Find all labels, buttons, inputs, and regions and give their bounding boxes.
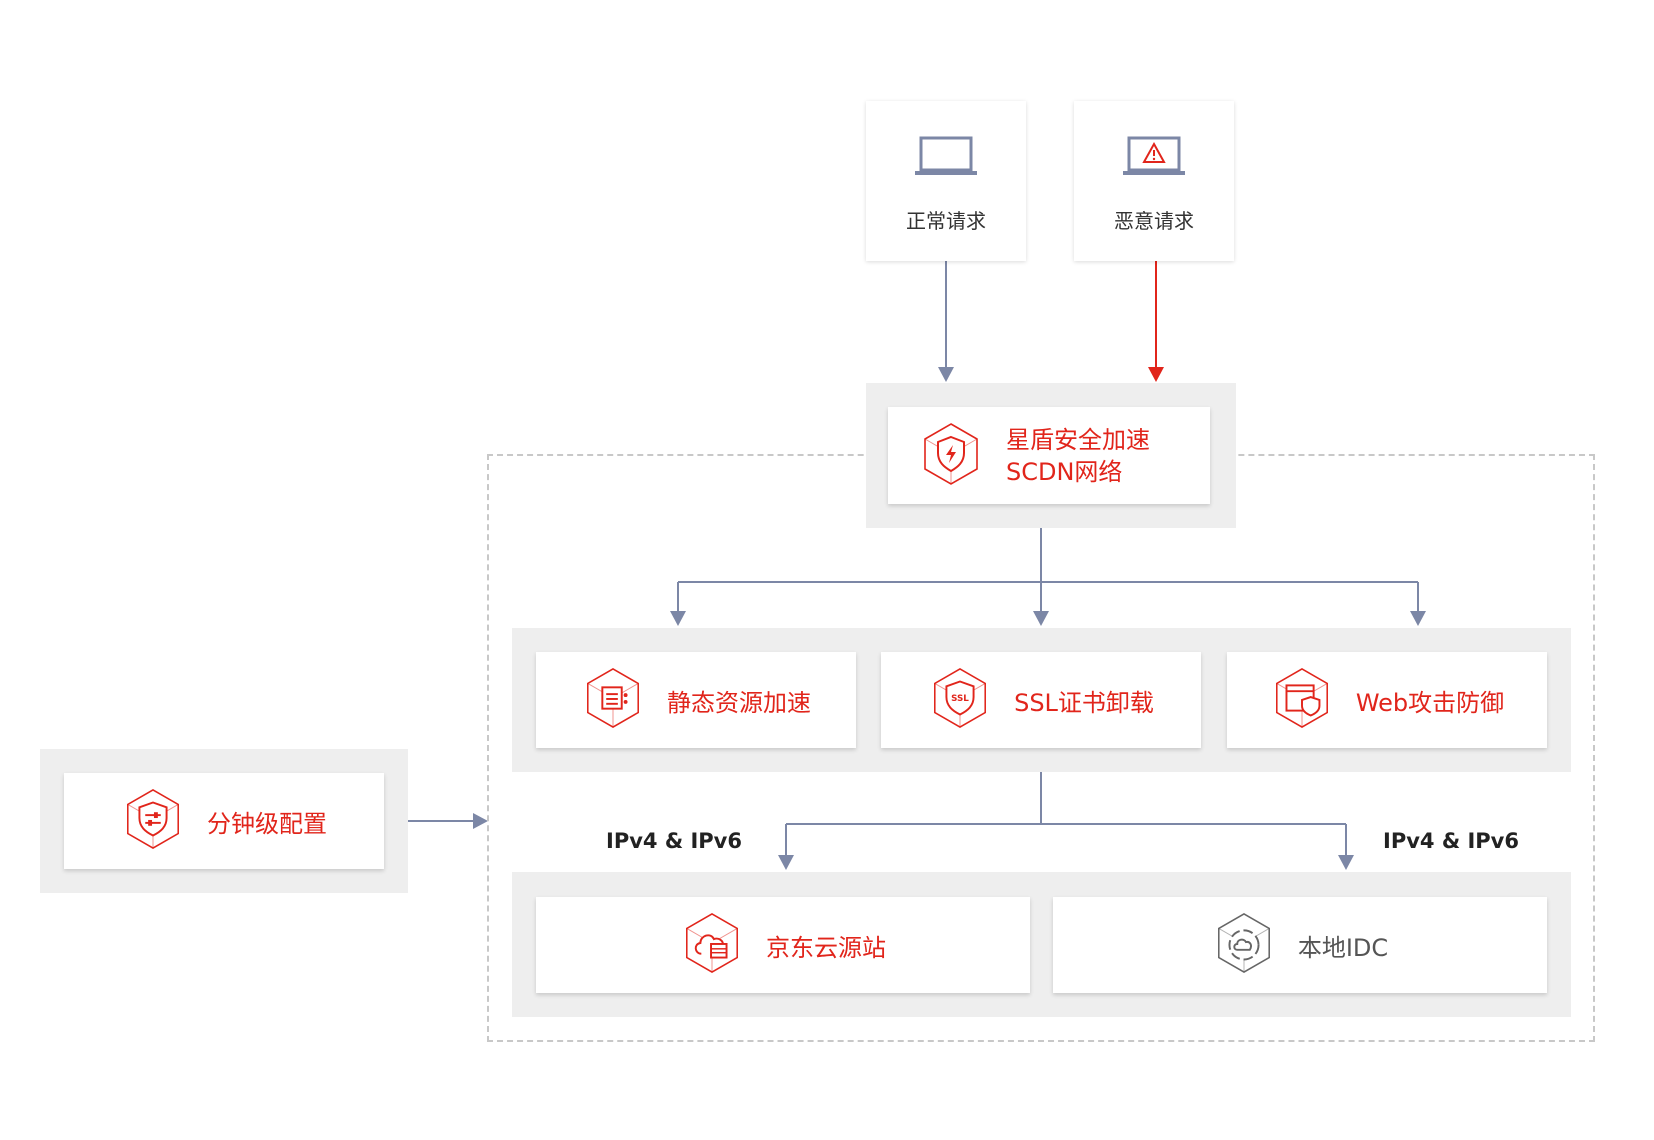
feature-label-ssl-offload: SSL证书卸载	[1014, 688, 1154, 717]
malicious-request-label: 恶意请求	[1114, 209, 1194, 233]
feature-label-static-acceleration: 静态资源加速	[667, 688, 811, 717]
origin-card-jdcloud[interactable]: 京东云源站	[536, 897, 1030, 993]
origin-card-local-idc[interactable]: 本地IDC	[1053, 897, 1547, 993]
svg-text:SSL: SSL	[951, 694, 969, 704]
origin-label-jdcloud: 京东云源站	[766, 933, 886, 962]
normal-request-label: 正常请求	[906, 209, 986, 233]
config-icon	[121, 787, 185, 855]
normal-request-card[interactable]: 正常请求	[866, 101, 1026, 261]
laptop-icon	[915, 136, 977, 175]
scdn-title-line2: SCDN网络	[1006, 457, 1123, 486]
arrow-malicious-request	[1148, 261, 1164, 382]
config-label: 分钟级配置	[207, 809, 327, 838]
feature-card-web-defense[interactable]: Web攻击防御	[1227, 652, 1547, 748]
ssl-icon: SSL	[928, 666, 992, 734]
origin-label-local-idc: 本地IDC	[1297, 933, 1389, 962]
feature-card-static-acceleration[interactable]: 静态资源加速	[536, 652, 856, 748]
arrow-config-to-group	[408, 813, 488, 829]
config-card[interactable]: 分钟级配置	[64, 773, 384, 869]
protocol-label-left: IPv4 & IPv6	[606, 829, 742, 853]
laptop-warning-icon	[1123, 136, 1185, 175]
malicious-request-card[interactable]: 恶意请求	[1074, 101, 1234, 261]
arrow-normal-request	[938, 261, 954, 382]
scdn-title-line1: 星盾安全加速	[1006, 425, 1150, 454]
feature-label-web-defense: Web攻击防御	[1355, 688, 1505, 717]
protocol-label-right: IPv4 & IPv6	[1383, 829, 1519, 853]
arrow-scdn-to-features	[670, 528, 1426, 626]
feature-card-ssl-offload[interactable]: SSL SSL证书卸载	[881, 652, 1201, 748]
arrow-features-to-origins	[778, 772, 1354, 870]
static-resource-icon	[581, 666, 645, 734]
idc-icon	[1212, 911, 1276, 979]
cloud-server-icon	[680, 911, 744, 979]
web-defense-icon	[1270, 666, 1334, 734]
shield-lightning-icon	[918, 421, 984, 491]
scdn-card[interactable]: 星盾安全加速 SCDN网络	[888, 407, 1210, 504]
